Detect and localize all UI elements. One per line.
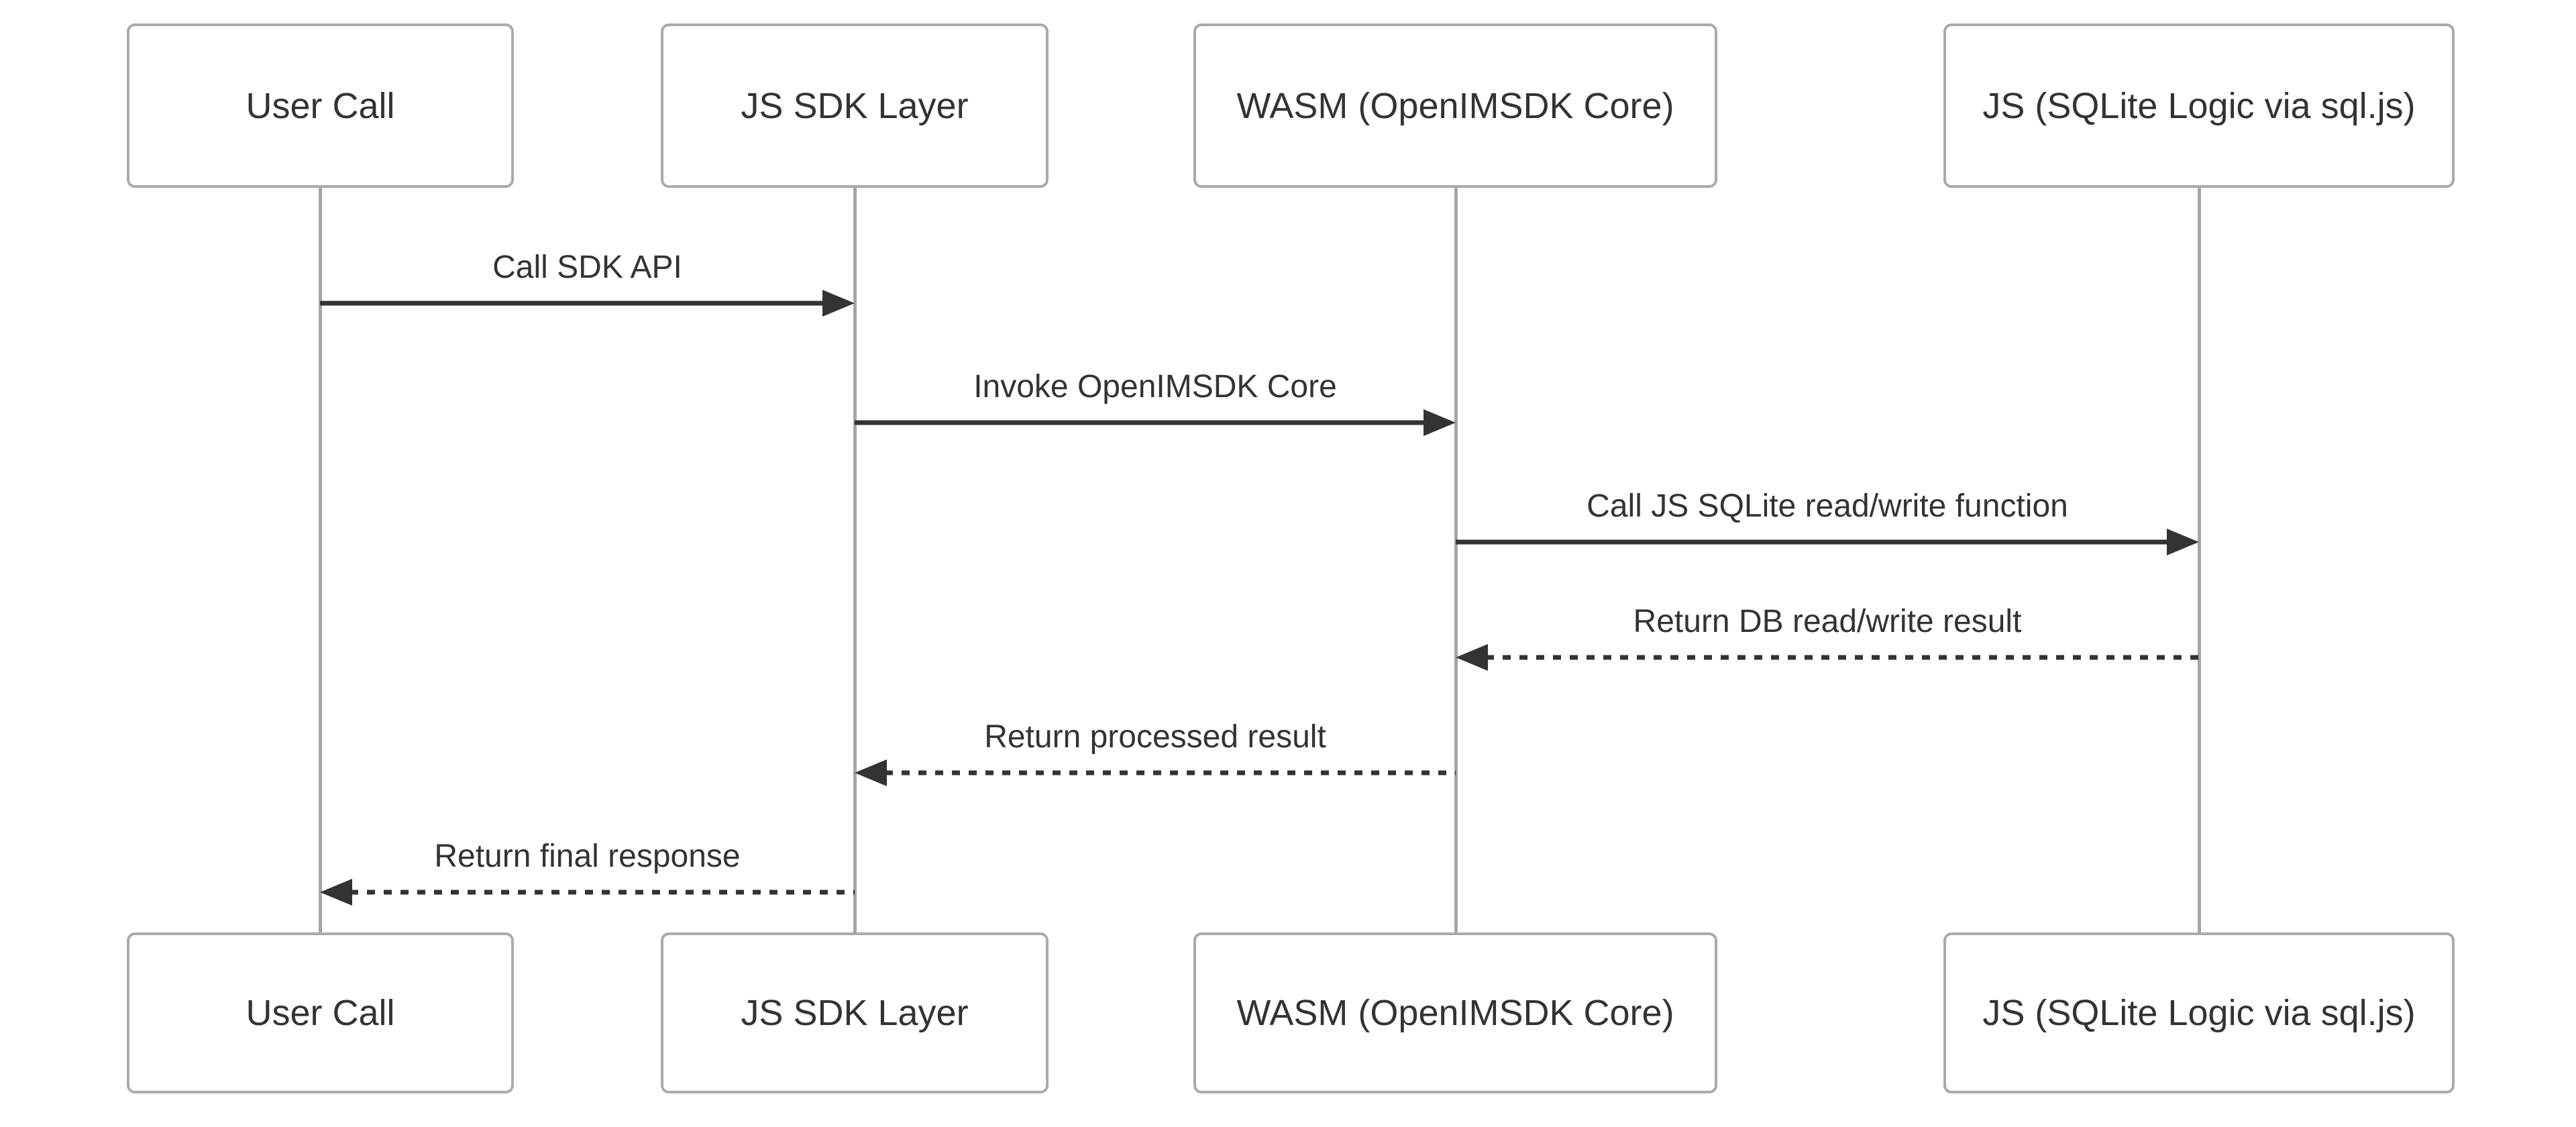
arrow-left-dashed-icon (320, 879, 855, 906)
lifeline-js-sdk-layer (853, 188, 857, 934)
arrow-right-solid-icon (855, 409, 1456, 436)
message-return-db-result: Return DB read/write result (1456, 604, 2199, 674)
message-return-processed-result: Return processed result (855, 719, 1456, 789)
actor-bottom-js-sqlite: JS (SQLite Logic via sql.js) (1943, 932, 2455, 1093)
message-call-js-sqlite-function: Call JS SQLite read/write function (1456, 488, 2199, 558)
arrow-right-solid-icon (320, 290, 855, 317)
arrow-right-solid-icon (1456, 529, 2199, 555)
actor-label: User Call (246, 85, 395, 126)
actor-label: JS SDK Layer (741, 993, 969, 1033)
actor-top-js-sqlite: JS (SQLite Logic via sql.js) (1943, 23, 2455, 188)
actor-bottom-user-call: User Call (127, 932, 514, 1093)
actor-label: JS SDK Layer (741, 85, 969, 126)
actor-top-user-call: User Call (127, 23, 514, 188)
actor-label: WASM (OpenIMSDK Core) (1236, 85, 1674, 126)
message-call-sdk-api: Call SDK API (320, 250, 855, 319)
lifeline-user-call (319, 188, 322, 934)
message-invoke-openimsdk-core: Invoke OpenIMSDK Core (855, 369, 1456, 439)
lifeline-js-sqlite (2198, 188, 2201, 934)
actor-label: JS (SQLite Logic via sql.js) (1982, 85, 2416, 126)
actor-bottom-wasm-core: WASM (OpenIMSDK Core) (1193, 932, 1717, 1093)
message-label: Call SDK API (492, 250, 682, 285)
arrow-left-dashed-icon (855, 759, 1456, 786)
actor-label: User Call (246, 993, 395, 1033)
lifeline-wasm-core (1454, 188, 1458, 934)
actor-top-wasm-core: WASM (OpenIMSDK Core) (1193, 23, 1717, 188)
actor-top-js-sdk-layer: JS SDK Layer (661, 23, 1049, 188)
actor-bottom-js-sdk-layer: JS SDK Layer (661, 932, 1049, 1093)
arrow-left-dashed-icon (1456, 644, 2199, 671)
actor-label: JS (SQLite Logic via sql.js) (1982, 993, 2416, 1033)
message-label: Return processed result (984, 719, 1326, 755)
message-return-final-response: Return final response (320, 839, 855, 908)
message-label: Invoke OpenIMSDK Core (973, 369, 1337, 405)
message-label: Return DB read/write result (1633, 604, 2022, 639)
actor-label: WASM (OpenIMSDK Core) (1236, 993, 1674, 1033)
message-label: Return final response (434, 839, 741, 874)
message-label: Call JS SQLite read/write function (1587, 488, 2068, 524)
